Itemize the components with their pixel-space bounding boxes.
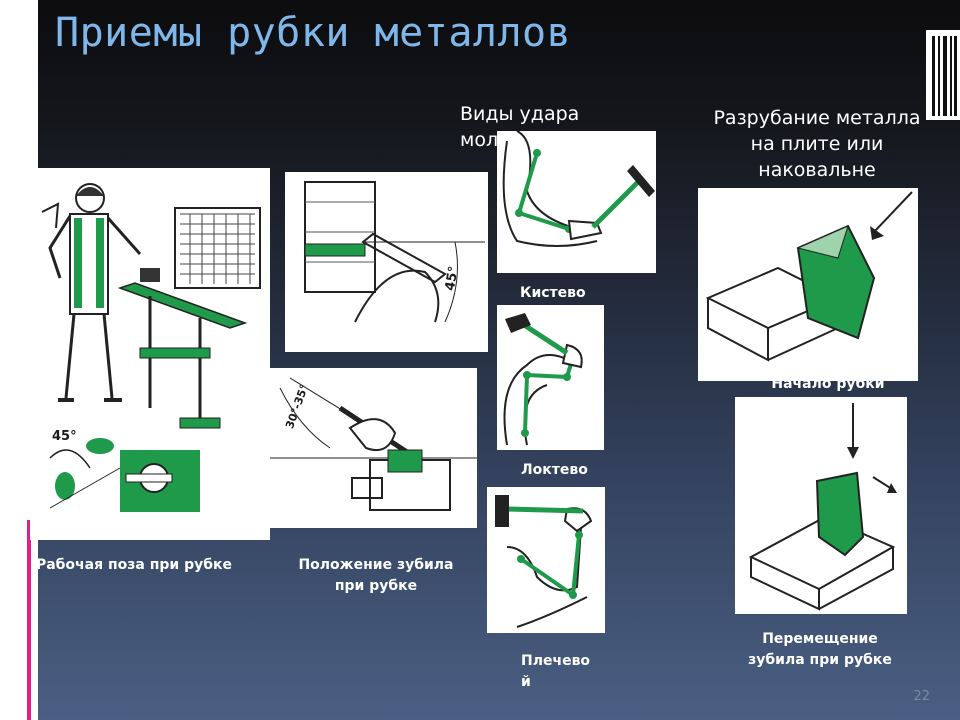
blow-types-heading: Виды удара мол [460,103,580,151]
page-number: 22 [913,689,930,704]
shoulder-caption-line1: Плечево [521,653,591,669]
shoulder-caption: Плечево й [521,651,590,693]
pink-accent-bar [27,520,31,720]
chisel-angle-45-label: 45° [442,265,462,292]
cutting-start-illustration [698,188,918,381]
moving-caption-line1: Перемещение [762,631,878,647]
chisel-position-caption: Положение зубила при рубке [298,557,454,594]
chisel-in-vise-illustration: 30°-35° [270,368,477,528]
anvil-heading: Разрубание металла на плите или наковаль… [713,107,921,181]
moving-caption-line2: зубила при рубке [748,652,892,668]
start-caption: Начало рубки [771,376,885,392]
shoulder-caption-line2: й [521,674,531,690]
working-pose-caption: Рабочая поза при рубке [35,557,233,573]
elbow-caption: Локтево [521,462,588,478]
wrist-caption: Кистево [520,285,586,301]
wrist-blow-illustration [497,131,656,273]
slide-title: Приемы рубки металлов [55,10,572,56]
elbow-blow-illustration [497,305,604,450]
angle-45-label: 45° [52,429,77,444]
moving-caption: Перемещение зубила при рубке [728,629,912,671]
chisel-moving-illustration [735,397,907,614]
stripe-decor-icon [926,30,960,120]
shoulder-blow-illustration [487,487,605,633]
chisel-angle-illustration: 45° [285,172,488,352]
working-pose-illustration: 45° [30,168,270,540]
